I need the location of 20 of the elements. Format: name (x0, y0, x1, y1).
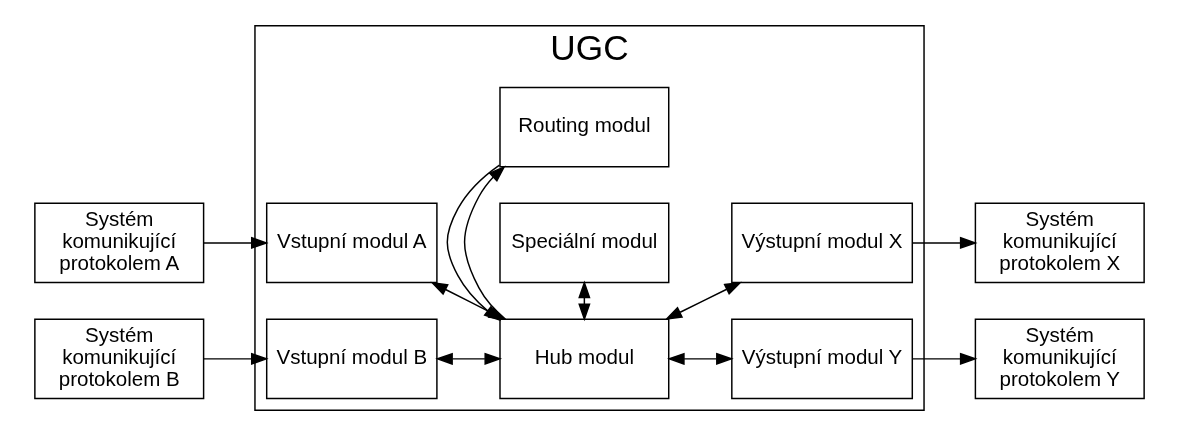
arrow (912, 236, 978, 250)
arrow (912, 352, 978, 366)
arrow (664, 281, 743, 320)
node-box: Systém komunikující protokolem A (34, 202, 205, 284)
node-box: Hub modul (499, 318, 670, 400)
arrow (578, 280, 591, 322)
node-box: Speciální modul (499, 202, 670, 284)
arrow (667, 352, 734, 366)
arrow (202, 236, 269, 250)
node-box: Systém komunikující protokolem Y (974, 318, 1145, 400)
node-box: Vstupní modul B (265, 318, 438, 400)
node-box: Výstupní modul X (731, 202, 914, 284)
arrow (446, 164, 502, 322)
node-box: Systém komunikující protokolem X (974, 202, 1145, 284)
arrow (435, 352, 503, 366)
node-box: Vstupní modul A (265, 202, 438, 284)
node-box: Výstupní modul Y (731, 318, 914, 400)
node-box: Systém komunikující protokolem B (34, 318, 205, 400)
node-box: Routing modul (499, 86, 670, 168)
arrow (202, 352, 269, 366)
